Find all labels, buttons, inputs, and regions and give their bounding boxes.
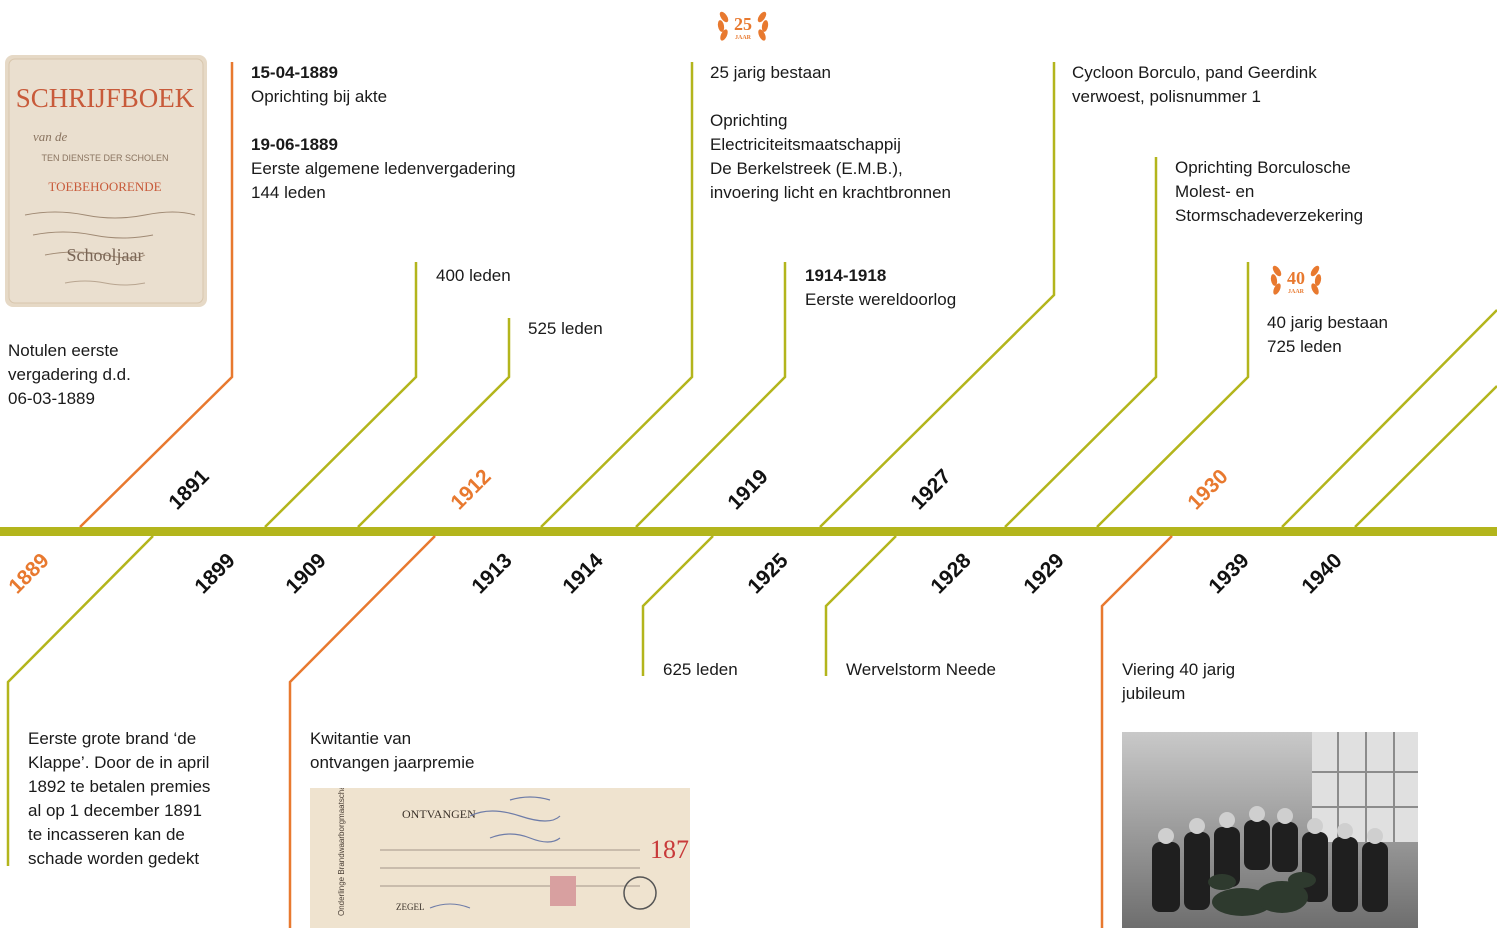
badge-40-jaar: 40 JAAR: [1270, 265, 1322, 295]
event-625-leden: 625 leden: [663, 660, 738, 679]
connector-borculosche: [1004, 157, 1158, 528]
schrijfboek-title: SCHRIJFBOEK: [16, 83, 195, 113]
event-kwitantie: Kwitantie van ontvangen jaarpremie: [310, 729, 475, 772]
connector-1940: [1354, 385, 1497, 528]
svg-text:25: 25: [734, 14, 752, 34]
event-400-leden: 400 leden: [436, 266, 511, 285]
connector-wereldoorlog: [635, 262, 787, 528]
badge-25-jaar: 25 JAAR: [717, 11, 769, 41]
event-1889-founding: 15-04-1889 Oprichting bij akte 19-06-188…: [251, 63, 516, 202]
connector-1939: [1281, 309, 1497, 528]
svg-text:TOEBEHOORENDE: TOEBEHOORENDE: [48, 179, 161, 194]
event-notulen: Notulen eerste vergadering d.d. 06-03-18…: [8, 341, 131, 408]
schrijfboek-image: SCHRIJFBOEK van de TEN DIENSTE DER SCHOL…: [5, 55, 207, 307]
svg-text:JAAR: JAAR: [735, 35, 752, 41]
jubileum-photo: [1122, 732, 1418, 928]
connector-400-leden: [264, 262, 418, 528]
connector-cycloon: [819, 62, 1056, 528]
connector-625-leden: [641, 535, 714, 676]
connector-25-jarig: [540, 62, 694, 528]
connector-viering: [1100, 535, 1173, 928]
svg-text:TEN DIENSTE DER SCHOLEN: TEN DIENSTE DER SCHOLEN: [41, 153, 168, 163]
event-40-jarig: 40 jarig bestaan 725 leden: [1267, 313, 1388, 356]
svg-text:187: 187: [650, 835, 689, 864]
connector-brand: [6, 535, 154, 866]
event-brand: Eerste grote brand ‘de Klappe’. Door de …: [28, 729, 211, 868]
connector-40-jarig: [1096, 262, 1250, 528]
svg-text:JAAR: JAAR: [1288, 289, 1305, 295]
event-viering: Viering 40 jarig jubileum: [1122, 660, 1236, 703]
svg-text:van de: van de: [33, 129, 68, 144]
svg-text:Onderlinge Brandwaarborgmaatsc: Onderlinge Brandwaarborgmaatschappij: [337, 788, 346, 916]
svg-text:Schooljaar: Schooljaar: [67, 245, 144, 265]
event-wervelstorm: Wervelstorm Neede: [846, 660, 996, 679]
svg-text:ZEGEL: ZEGEL: [396, 902, 425, 912]
connector-525-leden: [357, 318, 511, 528]
event-borculosche: Oprichting Borculosche Molest- en Storms…: [1175, 158, 1364, 225]
timeline-axis: [0, 527, 1497, 536]
svg-text:ONTVANGEN: ONTVANGEN: [402, 807, 476, 821]
kwitantie-image: Onderlinge Brandwaarborgmaatschappij ONT…: [310, 788, 690, 928]
event-25-jarig: 25 jarig bestaan Oprichting Electricitei…: [710, 63, 951, 202]
connector-wervelstorm: [824, 535, 897, 676]
svg-text:40: 40: [1287, 268, 1305, 288]
connector-kwitantie: [288, 535, 436, 928]
event-wereldoorlog: 1914-1918 Eerste wereldoorlog: [805, 266, 957, 309]
event-cycloon: Cycloon Borculo, pand Geerdink verwoest,…: [1072, 63, 1317, 106]
event-525-leden: 525 leden: [528, 319, 603, 338]
connector-1889-founding: [79, 62, 234, 528]
